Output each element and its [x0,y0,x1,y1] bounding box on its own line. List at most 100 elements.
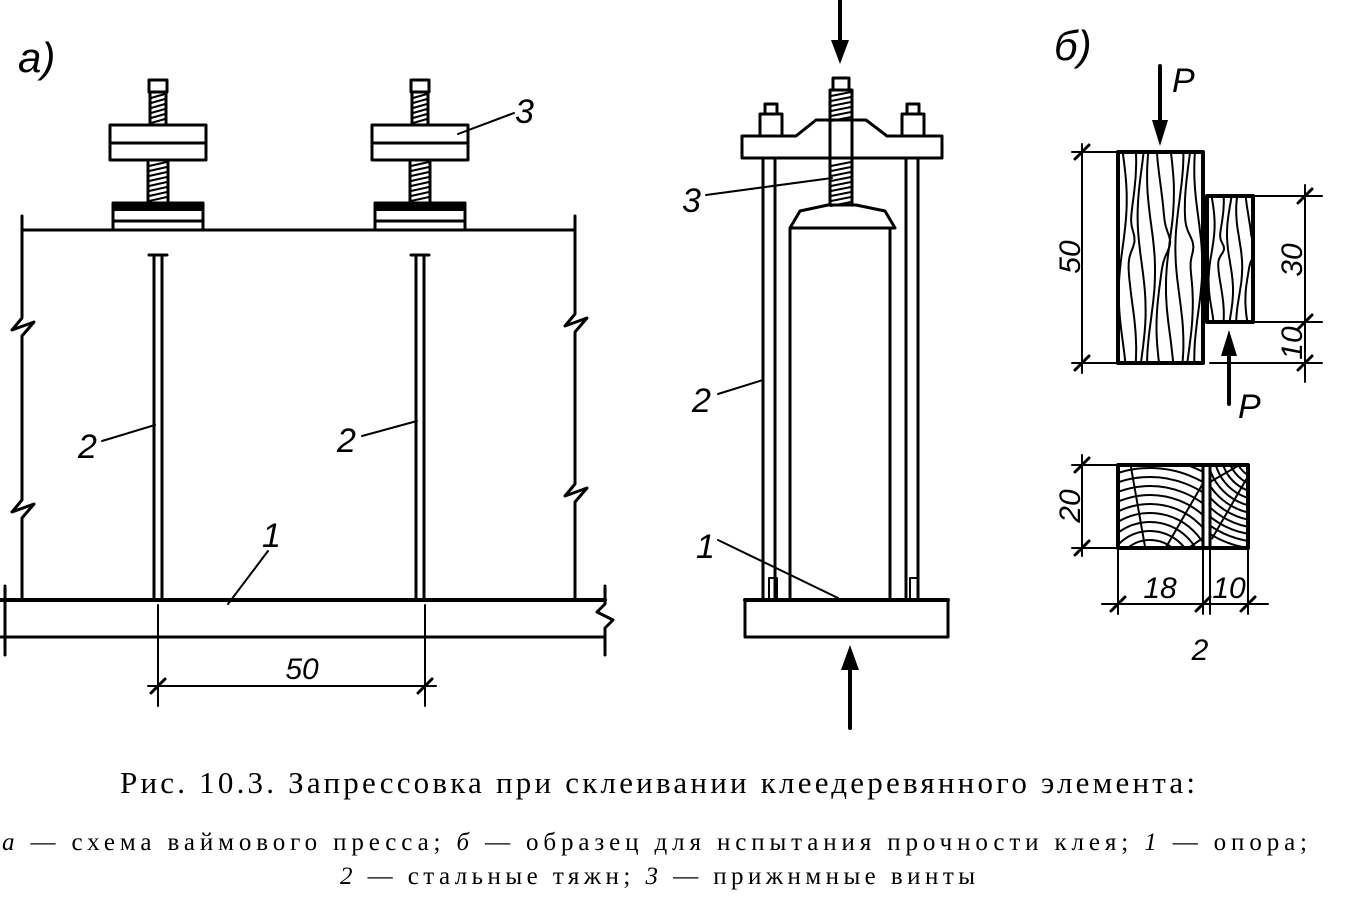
caption-key-1: 1 [1144,829,1157,856]
rod-nut-left [758,112,784,138]
thread-line [150,93,166,99]
caption-key-b: б [456,829,470,856]
wood-grain-main [1120,154,1201,361]
caption-text-a: — схема ваймового пресса; [19,829,451,856]
dimension-tick [1073,143,1091,161]
thread-line [410,186,430,192]
steel-rod-left [761,156,777,602]
thread-line [148,196,168,202]
dimension-tick [1073,456,1091,474]
thread-line [830,171,852,177]
thread-line [410,181,430,187]
dimension-tick [1073,539,1091,557]
dimension-height: 50 [1054,143,1119,374]
thread-line [412,113,428,119]
dimension-tick [149,677,167,695]
thread-line [412,108,428,114]
end-grain-crack [1211,477,1246,540]
dimension-value: 50 [1054,240,1087,274]
growth-ring [1222,467,1246,491]
screw-lower-thread [410,161,430,202]
growth-ring [1128,539,1172,546]
panel-a-label: а) [18,34,55,81]
thread-line [410,191,430,197]
steel-rod-right [409,253,431,602]
wood-grain-line [1209,198,1216,320]
thread-line [148,191,168,197]
dimension-tick [1296,187,1314,205]
thread-line [148,176,168,182]
growth-ring [1249,439,1275,465]
growth-ring [1256,446,1268,458]
caption-text-3: — прижнмные винты [662,863,975,890]
screw-cap [147,78,169,94]
specimen-cross-section [1116,463,1250,550]
growth-ring [1120,512,1203,545]
callout-support: 1 [262,517,281,555]
dimension-tick [1296,354,1314,372]
callout-rod-right: 2 [336,422,356,460]
dimension-rod-spacing: 50 [147,604,437,707]
wood-grain-line [1174,154,1185,361]
dimension-value-offset: 10 [1276,326,1309,360]
dimension-value-main: 18 [1143,572,1177,605]
screw-upper-thread [412,93,428,124]
clamp-screw-left [108,78,208,232]
dimension-tick [1296,313,1314,331]
figure-caption: Рис. 10.3. Запрессовка при склеивании кл… [2,765,1307,890]
screw-cap [409,78,431,94]
callout-leader-rod-right [361,420,418,437]
thread-line [830,101,852,107]
thread-line [410,166,430,172]
growth-ring [1210,495,1246,521]
clamp-screw-right [370,78,470,232]
caption-key-a: а [2,829,15,856]
growth-ring [1120,503,1203,530]
dimension-tick [416,677,434,695]
wood-grain-line [1244,198,1251,320]
press-screw-thread-lower [830,161,852,207]
panel-press-section: 3 2 1 [682,0,950,730]
dimension-tick [1194,595,1212,613]
wood-grain-line [1183,154,1195,361]
base-plate-band [113,203,203,211]
thread-line [412,98,428,104]
load-bottom-label: P [1238,388,1261,426]
dimension-section-height: 20 [1054,454,1119,557]
thread-line [830,181,852,187]
dimension-value: 20 [1054,489,1087,524]
wood-grain-line [1226,198,1234,320]
thread-line [148,181,168,187]
caption-title: Рис. 10.3. Запрессовка при склеивании кл… [120,765,1195,800]
thread-line [830,111,852,117]
caption-text-b: — образец для нспытания прочности клея; [474,829,1139,856]
thread-line [830,191,852,197]
callout-leader-support [227,550,269,605]
load-arrow-bottom-head [841,645,859,670]
thread-line [830,161,852,167]
rod-end-right [905,102,921,116]
thread-line [830,166,852,172]
thread-line [150,98,166,104]
dimension-value-overlap: 30 [1276,243,1309,277]
thread-line [148,166,168,172]
growth-ring [1215,467,1246,499]
beam-left-edge-break [10,214,36,602]
pressure-pad [788,203,897,230]
wood-grain-line [1235,198,1244,320]
load-arrow-top-head [831,40,849,64]
growth-ring [1210,483,1246,513]
specimen-small-block [1205,194,1255,324]
growth-ring [1120,530,1185,546]
thread-line [148,171,168,177]
dimension-value-small: 10 [1212,572,1246,605]
dimension-value-gap: 2 [1191,634,1209,667]
end-grain-crack [1210,467,1239,484]
thread-line [830,96,852,102]
specimen-main-block [1116,150,1205,365]
growth-ring [1238,467,1246,475]
screw-upper-thread [150,93,166,124]
thread-line [412,93,428,99]
wood-grain-line [1193,154,1201,361]
